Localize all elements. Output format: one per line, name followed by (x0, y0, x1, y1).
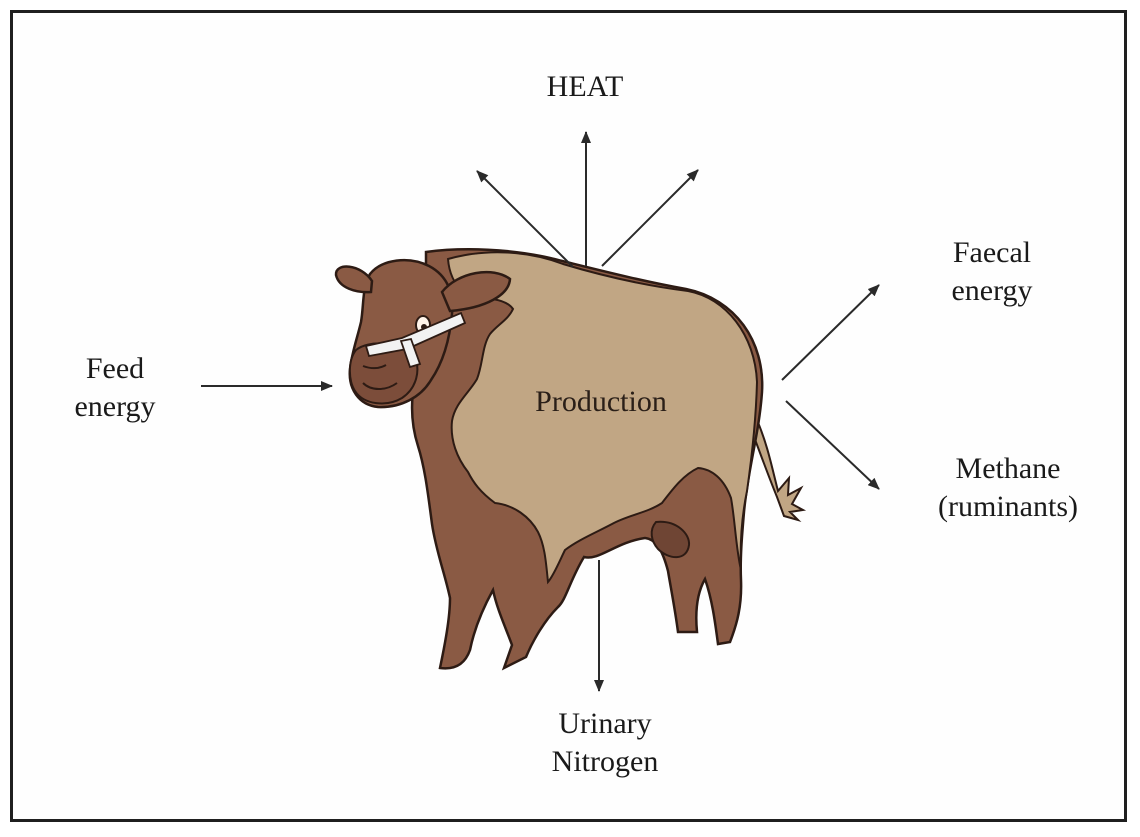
methane-line-2: (ruminants) (908, 488, 1108, 526)
urinary-nitrogen-line-2: Nitrogen (515, 743, 695, 781)
urinary-nitrogen-line-1: Urinary (515, 705, 695, 743)
faecal-energy-arrow (782, 285, 879, 380)
methane-line-1: Methane (908, 450, 1108, 488)
faecal-energy-line-1: Faecal (922, 234, 1062, 272)
faecal-energy-line-2: energy (922, 272, 1062, 310)
cow-tail (750, 420, 803, 520)
heat-label-text: HEAT (519, 68, 651, 106)
feed-energy-label: Feed energy (50, 350, 180, 426)
faecal-energy-label: Faecal energy (922, 234, 1062, 310)
methane-label: Methane (ruminants) (908, 450, 1108, 526)
urinary-nitrogen-label: Urinary Nitrogen (515, 705, 695, 781)
heat-label: HEAT (519, 68, 651, 106)
methane-arrow (786, 401, 879, 489)
heat-arrows (477, 132, 698, 267)
feed-energy-line-2: energy (50, 388, 180, 426)
heat-arrow-right (602, 170, 698, 266)
feed-energy-line-1: Feed (50, 350, 180, 388)
production-label: Production (535, 385, 667, 418)
cow-illustration (336, 249, 803, 668)
cow-ear-left (336, 267, 372, 293)
